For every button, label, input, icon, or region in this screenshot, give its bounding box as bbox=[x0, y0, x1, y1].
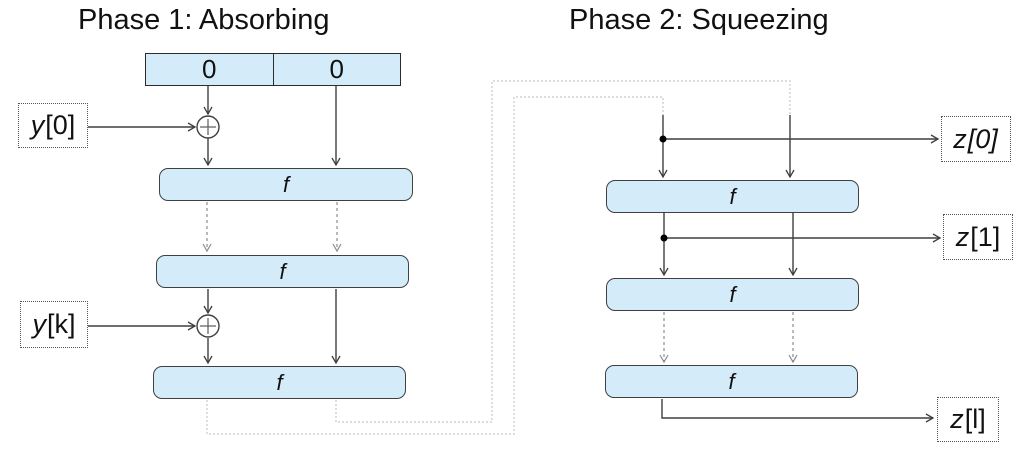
phase1-title: Phase 1: Absorbing bbox=[78, 4, 330, 36]
output-block-zl: z[l] bbox=[937, 397, 999, 442]
junction-dot bbox=[660, 234, 668, 242]
f-box-squeeze-3: f bbox=[605, 365, 858, 398]
input-block-yk: y[k] bbox=[20, 301, 88, 348]
f-box-squeeze-1: f bbox=[606, 180, 859, 213]
input-yk-var: y bbox=[32, 309, 46, 339]
input-y0-var: y bbox=[30, 110, 45, 140]
f-box-squeeze-2: f bbox=[606, 278, 859, 311]
arrow-f3-to-zl bbox=[661, 399, 935, 423]
f-box-absorb-3: f bbox=[153, 366, 406, 399]
output-block-z1: z[1] bbox=[943, 214, 1013, 260]
input-block-y0: y[0] bbox=[18, 103, 88, 148]
input-y0-index: [0] bbox=[45, 110, 76, 140]
xor-icon bbox=[196, 115, 220, 139]
output-z0-index: [0] bbox=[967, 123, 998, 154]
initial-state-register: 0 0 bbox=[145, 53, 401, 86]
phase2-title: Phase 2: Squeezing bbox=[569, 4, 829, 36]
output-block-z0: z[0] bbox=[941, 116, 1011, 162]
output-z1-var: z bbox=[955, 221, 970, 252]
junction-dot bbox=[659, 135, 667, 143]
xor-icon bbox=[196, 314, 220, 338]
register-cell-rate: 0 bbox=[202, 54, 217, 84]
output-z1-index: [1] bbox=[970, 221, 1001, 252]
f-box-absorb-1: f bbox=[159, 168, 413, 201]
input-yk-index: [k] bbox=[46, 309, 76, 339]
output-zl-index: [l] bbox=[964, 404, 986, 434]
loop-wire-capacity bbox=[335, 80, 791, 423]
register-cell-capacity: 0 bbox=[272, 54, 401, 85]
loop-wire-rate bbox=[206, 96, 664, 435]
output-zl-var: z bbox=[950, 404, 964, 434]
f-box-absorb-2: f bbox=[156, 255, 409, 288]
output-z0-var: z bbox=[953, 123, 967, 154]
